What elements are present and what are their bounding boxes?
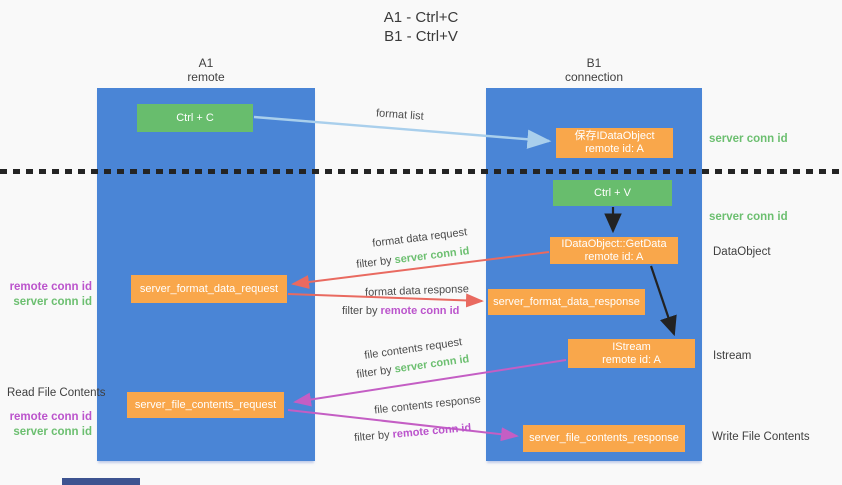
save-idataobject-line2: remote id: A	[585, 143, 644, 155]
server-conn-id-annotation-mid-right: server conn id	[709, 211, 788, 223]
idataobject-getdata-node: IDataObject::GetData remote id: A	[550, 237, 678, 264]
save-idataobject-node: 保存IDataObject remote id: A	[556, 128, 673, 158]
ctrl-v-label: Ctrl + V	[594, 186, 631, 199]
server-conn-id-annotation-bottom-left: server conn id	[13, 426, 92, 438]
server-format-data-request-node: server_format_data_request	[131, 275, 287, 303]
diagram-title: A1 - Ctrl+C B1 - Ctrl+V	[0, 8, 842, 46]
write-file-contents-annotation: Write File Contents	[712, 431, 810, 443]
bottom-edge-artifact	[62, 478, 140, 485]
istream-node: IStream remote id: A	[568, 339, 695, 368]
remote-conn-id-text: remote conn id	[392, 421, 472, 441]
format-list-label: format list	[375, 107, 425, 123]
filter-by-text: filter by	[342, 305, 381, 317]
server-conn-id-annotation-top-right: server conn id	[709, 133, 788, 145]
lane-b1-header: B1 connection	[486, 56, 702, 84]
filter-by-text: filter by	[355, 363, 396, 381]
title-line-2: B1 - Ctrl+V	[384, 28, 458, 45]
lane-a1-header: A1 remote	[97, 56, 315, 84]
getdata-line1: IDataObject::GetData	[561, 237, 667, 250]
server-file-contents-request-node: server_file_contents_request	[127, 392, 284, 418]
filter-by-text: filter by	[353, 428, 394, 445]
title-line-1: A1 - Ctrl+C	[383, 9, 459, 26]
remote-conn-id-text: remote conn id	[380, 305, 460, 317]
istream-line2: remote id: A	[602, 353, 661, 366]
server-file-contents-response-label: server_file_contents_response	[529, 432, 679, 444]
format-data-response-filter-label: filter by remote conn id	[342, 305, 459, 317]
server-format-data-response-node: server_format_data_response	[488, 289, 645, 315]
server-format-data-request-label: server_format_data_request	[139, 282, 279, 295]
server-file-contents-request-label: server_file_contents_request	[134, 398, 277, 411]
dataobject-annotation: DataObject	[713, 246, 771, 258]
file-contents-response-label: file contents response	[373, 393, 482, 417]
getdata-line2: remote id: A	[584, 250, 644, 263]
server-conn-id-text: server conn id	[393, 245, 471, 267]
remote-conn-id-annotation-bottom-left: remote conn id	[9, 411, 92, 423]
lane-a1-name: A1	[198, 56, 214, 70]
save-idataobject-line1: 保存IDataObject	[574, 130, 655, 142]
server-conn-id-annotation-top-left: server conn id	[13, 296, 92, 308]
ctrl-c-node: Ctrl + C	[137, 104, 253, 132]
lane-b1-name: B1	[586, 56, 602, 70]
ctrl-c-label: Ctrl + C	[176, 111, 214, 124]
section-divider-dotted-line	[0, 169, 842, 174]
filter-by-text: filter by	[355, 254, 396, 271]
server-file-contents-response-node: server_file_contents_response	[523, 425, 685, 452]
lane-b1-subtitle: connection	[564, 70, 624, 84]
server-conn-id-text: server conn id	[393, 353, 471, 376]
file-contents-response-filter-label: filter by remote conn id	[354, 422, 472, 444]
istream-annotation: Istream	[713, 350, 752, 362]
lane-a1-subtitle: remote	[187, 70, 225, 84]
server-format-data-response-label: server_format_data_response	[493, 295, 640, 308]
format-data-response-label: format data response	[364, 283, 470, 299]
istream-line1: IStream	[612, 340, 651, 353]
ctrl-v-node: Ctrl + V	[553, 180, 672, 206]
remote-conn-id-annotation-top-left: remote conn id	[9, 281, 92, 293]
read-file-contents-annotation: Read File Contents	[7, 387, 106, 399]
